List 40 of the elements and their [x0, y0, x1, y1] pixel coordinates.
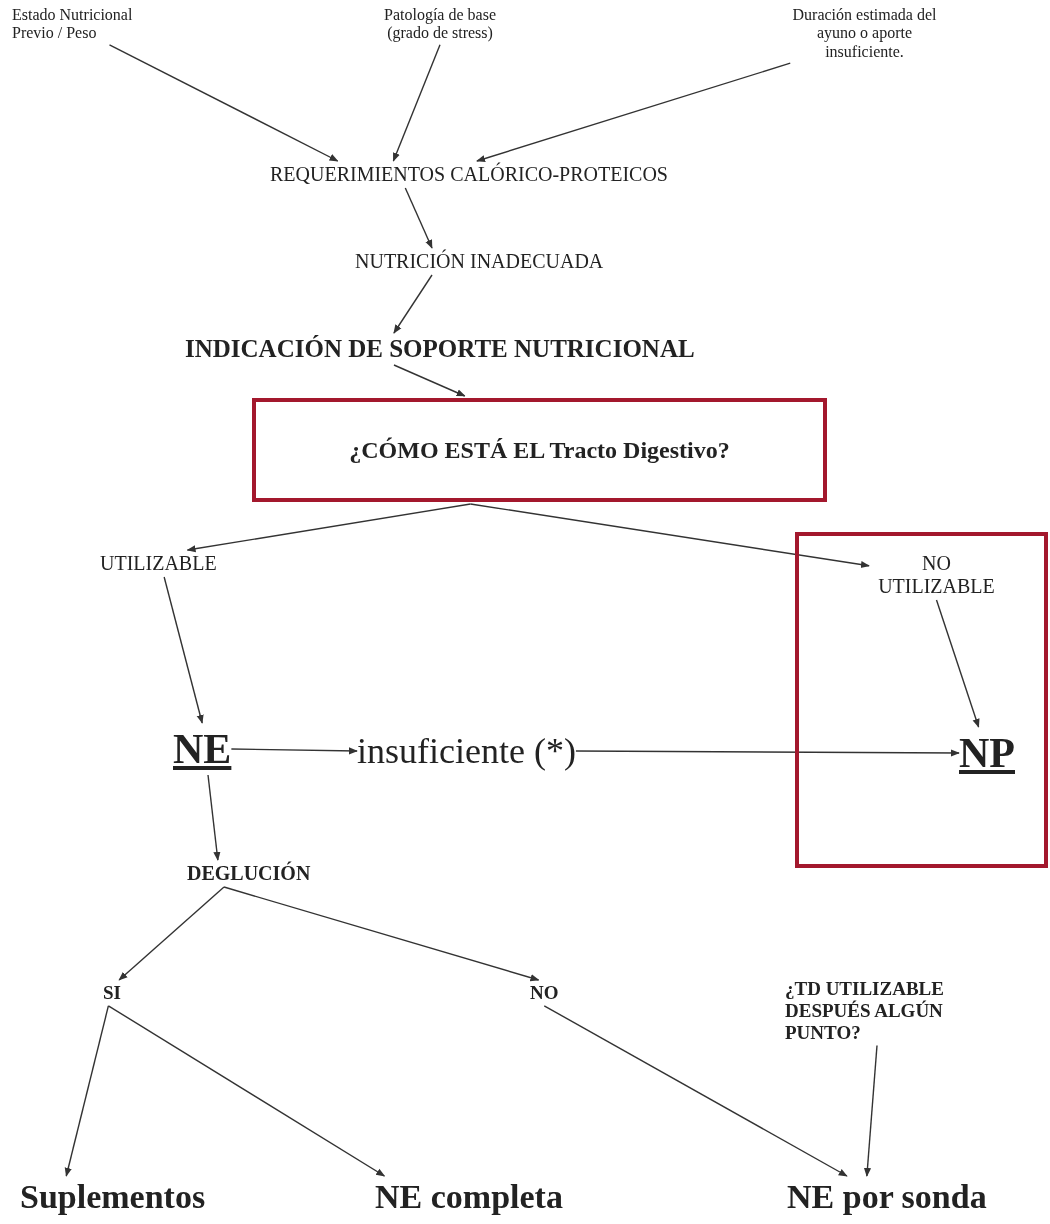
arrow — [223, 886, 540, 982]
arrow — [163, 576, 204, 724]
arrow — [64, 1005, 110, 1177]
arrow — [404, 187, 433, 249]
arrow — [107, 1005, 386, 1177]
node-text: NE completa — [375, 1178, 563, 1215]
arrow — [186, 503, 472, 553]
node-text: ¿TD UTILIZABLE DESPUÉS ALGÚN PUNTO? — [785, 978, 944, 1043]
node-text: DEGLUCIÓN — [187, 862, 311, 884]
arrow — [393, 274, 433, 334]
node-text: INDICACIÓN DE SOPORTE NUTRICIONAL — [185, 335, 695, 362]
node-text: UTILIZABLE — [100, 552, 217, 574]
arrow — [392, 44, 441, 162]
question-box — [252, 398, 827, 502]
node-text: Estado Nutricional Previo / Peso — [12, 6, 133, 42]
node-text: NO UTILIZABLE — [878, 552, 995, 597]
node-text: insuficiente (*) — [357, 731, 576, 771]
node-text: NUTRICIÓN INADECUADA — [355, 250, 604, 272]
arrow — [476, 62, 791, 162]
node-text: Suplementos — [20, 1178, 206, 1215]
arrow — [118, 886, 225, 981]
arrow — [575, 749, 960, 757]
arrow — [108, 44, 339, 162]
arrow — [393, 364, 466, 397]
question-text: ¿CÓMO ESTÁ EL Tracto Digestivo? — [349, 436, 730, 464]
node-text: Duración estimada del ayuno o aporte insuficiente. — [792, 6, 937, 60]
node-text: NE — [173, 726, 232, 772]
node-text: NO — [530, 982, 559, 1003]
frame-box — [795, 532, 1048, 868]
arrow — [230, 747, 358, 755]
node-text: REQUERIMIENTOS CALÓRICO-PROTEICOS — [270, 163, 668, 185]
arrow — [469, 503, 870, 569]
arrow — [935, 599, 980, 728]
arrow — [863, 1044, 878, 1177]
node-text: Patología de base (grado de stress) — [384, 6, 496, 42]
arrow — [543, 1005, 848, 1177]
node-text: NP — [959, 730, 1015, 776]
arrow — [207, 774, 221, 861]
node-text: SI — [103, 982, 121, 1003]
node-text: NE por sonda — [787, 1178, 987, 1215]
